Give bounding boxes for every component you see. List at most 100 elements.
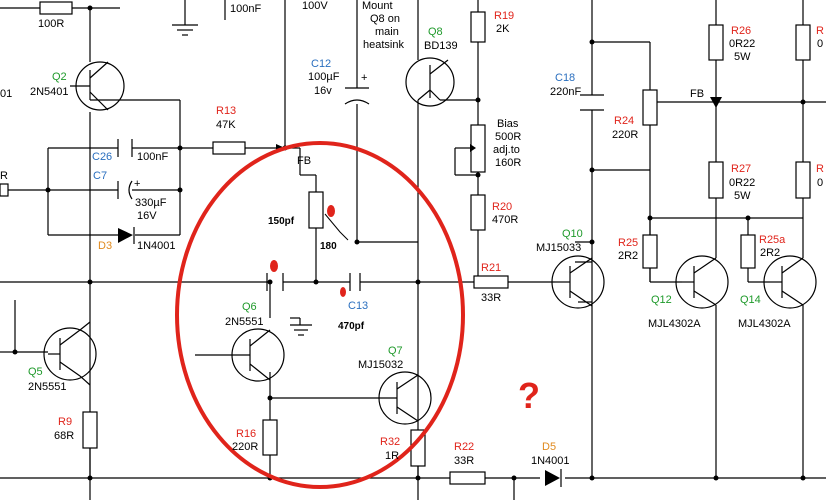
pot-wiper-arrow bbox=[470, 144, 476, 152]
annotation-150pf: 150pf bbox=[268, 216, 295, 227]
label-r16-val: 220R bbox=[232, 441, 259, 453]
label-r24-val: 220R bbox=[612, 129, 639, 141]
label-q7-part: MJ15032 bbox=[358, 359, 404, 371]
q5-symbol bbox=[43, 327, 97, 381]
label-d5: D5 bbox=[542, 441, 557, 453]
label-q2: Q2 bbox=[52, 71, 67, 83]
label-d3-part: 1N4001 bbox=[137, 240, 176, 252]
label-q12-part: MJL4302A bbox=[648, 318, 701, 330]
label-q2-part: 2N5401 bbox=[30, 86, 69, 98]
q2-symbol bbox=[70, 61, 125, 111]
label-c12-v: 16v bbox=[314, 85, 332, 97]
label-c7: C7 bbox=[93, 170, 108, 182]
label-r9: R9 bbox=[58, 416, 73, 428]
label-r21: R21 bbox=[481, 262, 502, 274]
label-fb-right: FB bbox=[690, 88, 705, 100]
label-r16: R16 bbox=[236, 428, 257, 440]
label-c18: C18 bbox=[555, 72, 576, 84]
label-r9-val: 68R bbox=[54, 430, 75, 442]
label-edge-01: 01 bbox=[0, 88, 13, 100]
label-mount: Mount bbox=[362, 0, 393, 12]
label-bias-adj: adj.to bbox=[493, 144, 520, 156]
label-q7: Q7 bbox=[388, 345, 403, 357]
label-r32-val: 1R bbox=[385, 450, 400, 462]
ground-symbols bbox=[172, 24, 312, 336]
label-heatsink: heatsink bbox=[363, 39, 404, 51]
label-r19-val: 2K bbox=[496, 23, 510, 35]
label-r19: R19 bbox=[494, 10, 515, 22]
q6-symbol bbox=[231, 328, 285, 382]
label-q8-part: BD139 bbox=[424, 40, 458, 52]
label-c7-plus: + bbox=[134, 178, 141, 190]
label-r20: R20 bbox=[492, 201, 513, 213]
label-r27-edge: R bbox=[816, 163, 824, 175]
q14-symbol bbox=[763, 255, 817, 309]
capacitors bbox=[117, 87, 604, 291]
label-r27-val: 0R22 bbox=[729, 177, 756, 189]
label-c18-val: 220nF bbox=[550, 86, 582, 98]
label-r25a-val: 2R2 bbox=[760, 247, 781, 259]
label-r-100r: 100R bbox=[38, 18, 65, 30]
label-q10-part: MJ15033 bbox=[536, 242, 582, 254]
label-100v: 100V bbox=[302, 0, 328, 12]
label-r26: R26 bbox=[731, 25, 752, 37]
label-q6-part: 2N5551 bbox=[225, 316, 264, 328]
label-q8-on: Q8 on bbox=[370, 13, 400, 25]
label-r20-val: 470R bbox=[492, 214, 519, 226]
label-main: main bbox=[375, 26, 399, 38]
label-c26-val: 100nF bbox=[137, 151, 169, 163]
label-c12: C12 bbox=[311, 58, 332, 70]
label-r27: R27 bbox=[731, 163, 752, 175]
label-q12: Q12 bbox=[651, 294, 672, 306]
fb-arrow-right bbox=[710, 97, 722, 108]
label-edge-r: R bbox=[0, 170, 8, 182]
label-q10: Q10 bbox=[562, 228, 583, 240]
annotation-470pf: 470pf bbox=[338, 321, 365, 332]
label-r27-w: 5W bbox=[734, 190, 751, 202]
pointer-180 bbox=[324, 213, 349, 241]
red-dot-180 bbox=[327, 205, 335, 217]
q12-symbol bbox=[675, 255, 729, 309]
label-r32: R32 bbox=[380, 436, 401, 448]
label-r24: R24 bbox=[614, 115, 635, 127]
label-c7-val: 330µF bbox=[135, 197, 167, 209]
resistors bbox=[0, 1, 811, 485]
d5-symbol bbox=[545, 470, 560, 486]
label-r22: R22 bbox=[454, 441, 475, 453]
label-c12-plus: + bbox=[361, 72, 368, 84]
label-q8: Q8 bbox=[428, 26, 443, 38]
label-r13-val: 47K bbox=[216, 119, 236, 131]
label-fb-mid: FB bbox=[297, 155, 312, 167]
label-c26: C26 bbox=[92, 151, 113, 163]
label-r26-edge: R bbox=[816, 25, 824, 37]
label-q14-part: MJL4302A bbox=[738, 318, 791, 330]
red-dot-150pf bbox=[270, 260, 278, 272]
label-bias: Bias bbox=[497, 118, 519, 130]
label-r26-val: 0R22 bbox=[729, 38, 756, 50]
label-d3: D3 bbox=[98, 240, 113, 252]
d3-symbol bbox=[118, 228, 133, 243]
label-r27-edge-val: 0 bbox=[817, 177, 824, 189]
label-bias-160r: 160R bbox=[495, 157, 522, 169]
annotation-180: 180 bbox=[320, 241, 337, 252]
q10-symbol bbox=[551, 255, 605, 309]
label-d5-part: 1N4001 bbox=[531, 455, 570, 467]
question-mark: ? bbox=[518, 375, 540, 416]
label-r25-val: 2R2 bbox=[618, 250, 639, 262]
label-q5-part: 2N5551 bbox=[28, 381, 67, 393]
label-q6: Q6 bbox=[242, 301, 257, 313]
label-r22-val: 33R bbox=[454, 455, 475, 467]
label-c-100nf-top: 100nF bbox=[230, 3, 262, 15]
label-r13: R13 bbox=[216, 105, 237, 117]
label-q5: Q5 bbox=[28, 366, 43, 378]
label-r21-val: 33R bbox=[481, 292, 502, 304]
junctions bbox=[12, 5, 806, 481]
label-c12-val: 100µF bbox=[308, 71, 340, 83]
q8-symbol bbox=[405, 57, 455, 107]
label-r25a: R25a bbox=[759, 234, 786, 246]
red-circle-annotation bbox=[175, 141, 465, 489]
label-q14: Q14 bbox=[740, 294, 761, 306]
label-r26-w: 5W bbox=[734, 51, 751, 63]
